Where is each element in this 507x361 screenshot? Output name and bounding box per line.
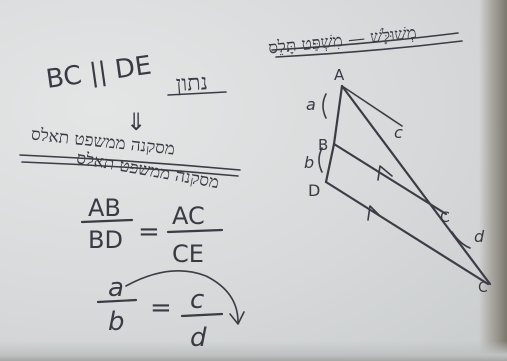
- fraction2-bar-right: [180, 312, 224, 318]
- label-e-point: C: [478, 280, 488, 296]
- heading-underline: [19, 154, 241, 171]
- label-c-point: C: [440, 210, 450, 226]
- segment-ac: [340, 84, 444, 222]
- title-underline-2: [275, 40, 463, 58]
- implies-arrow: ⇓: [126, 108, 146, 136]
- label-d-point: D: [308, 181, 320, 200]
- label-seg-b: b: [304, 153, 314, 172]
- given-text: BC || DE: [44, 51, 153, 95]
- ratio-ac: AC: [172, 202, 205, 230]
- fraction-bar-left: [80, 218, 134, 224]
- label-b-point: B: [318, 136, 328, 154]
- equals-2: =: [150, 293, 172, 323]
- line-de: [324, 180, 490, 286]
- label-a-point: A: [334, 66, 345, 84]
- equals-1: =: [138, 217, 160, 247]
- brace-b: [318, 147, 323, 173]
- triangle-diagram: [318, 84, 492, 286]
- label-seg-a: a: [306, 95, 316, 114]
- parallel-mark-2: [367, 205, 381, 221]
- ratio-ab: AB: [88, 194, 121, 222]
- board-frame-edge: [479, 0, 507, 361]
- brace-d: [451, 231, 471, 249]
- title-underline-1: [271, 32, 459, 51]
- label-seg-d: d: [474, 227, 485, 246]
- segment-ab: [332, 84, 344, 146]
- brace-a: [322, 93, 327, 119]
- label-seg-c: c: [394, 123, 403, 142]
- ratio2-c: c: [190, 285, 204, 315]
- fraction-bar-right: [166, 228, 224, 234]
- ratio2-d: d: [190, 323, 207, 353]
- given-underline: [167, 91, 227, 96]
- heading-underline-2: [21, 161, 239, 177]
- segment-ce: [440, 218, 492, 286]
- ratio-bd: BD: [88, 226, 123, 254]
- curved-arrow: [125, 270, 239, 323]
- fraction2-bar-left: [96, 298, 138, 304]
- inner-line-a: [341, 85, 403, 127]
- segment-bd: [324, 142, 336, 184]
- curved-arrowhead: [229, 311, 245, 325]
- line-bc: [332, 142, 448, 216]
- ratio-ce: CE: [172, 240, 204, 268]
- parallel-mark-1: [377, 165, 393, 181]
- board-bottom-shadow: [0, 341, 507, 361]
- ratio2-a: a: [108, 273, 124, 303]
- ratio2-b: b: [108, 307, 125, 337]
